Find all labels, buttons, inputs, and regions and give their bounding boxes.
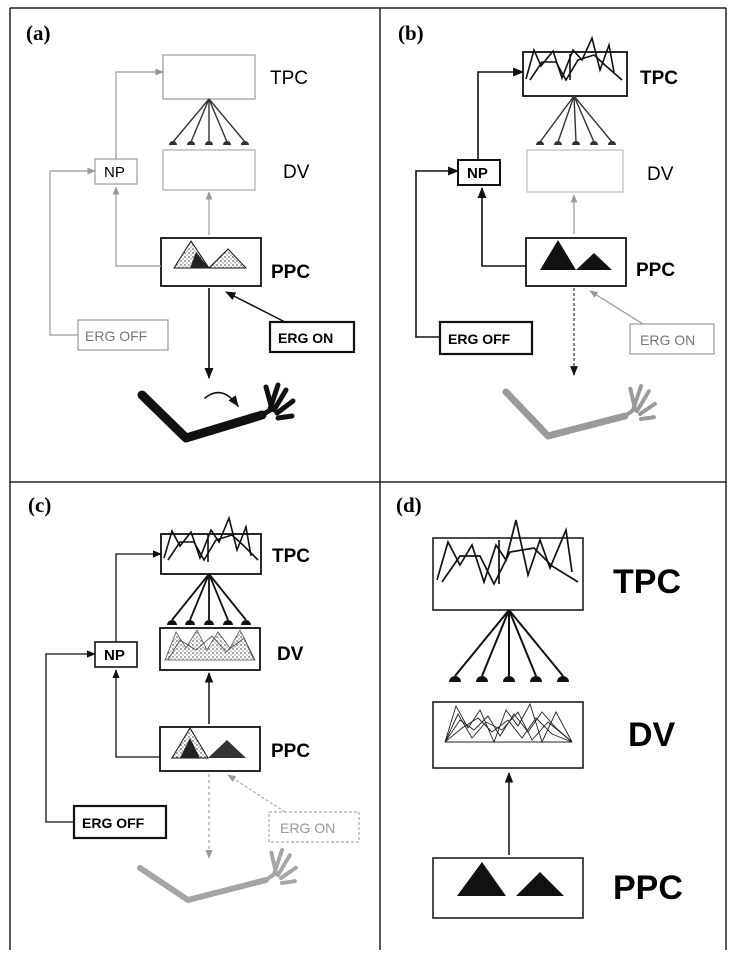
tpc-label-a: TPC xyxy=(270,68,308,89)
synapse-marks-d xyxy=(449,676,569,682)
ppc-box-c xyxy=(159,726,261,772)
panel-label-a: (a) xyxy=(26,21,51,45)
arm-illustration-c xyxy=(137,848,299,903)
feedback-lines-c xyxy=(45,550,162,823)
panel-label-b: (b) xyxy=(398,21,424,45)
ppc-box-a xyxy=(160,237,262,287)
dv-box-a xyxy=(162,149,256,191)
erg-on-label-c: ERG ON xyxy=(280,820,335,836)
erg-off-box-a xyxy=(77,319,169,351)
erg-on-arrow-b xyxy=(589,290,644,325)
tpc-dv-connections-b xyxy=(539,95,613,143)
dv-activity-c xyxy=(164,629,256,661)
panel-frames xyxy=(9,7,727,950)
ppc-label-a: PPC xyxy=(271,262,310,283)
erg-on-box-c xyxy=(268,811,360,843)
feedback-lines-a xyxy=(49,68,164,336)
tpc-dv-connections-a xyxy=(172,98,246,143)
tpc-activity-b xyxy=(525,35,623,82)
erg-off-label-a: ERG OFF xyxy=(85,328,147,344)
ppc-label-c: PPC xyxy=(271,741,310,762)
panel-a: (a) TPC DV PPC NP xyxy=(26,21,356,443)
ppc-activity-b xyxy=(540,240,612,270)
synapse-marks-a xyxy=(169,141,249,145)
panel-b: (b) TPC DV PPC xyxy=(398,21,715,440)
erg-off-label-c: ERG OFF xyxy=(82,815,145,831)
tpc-label-c: TPC xyxy=(272,546,310,567)
dv-label-d: DV xyxy=(628,716,676,754)
tpc-label-d: TPC xyxy=(613,563,681,601)
panel-label-c: (c) xyxy=(28,493,51,517)
erg-off-box-b xyxy=(438,320,534,356)
np-label-c: NP xyxy=(104,647,125,664)
feedback-lines-b xyxy=(415,67,526,338)
dv-label-b: DV xyxy=(647,164,674,185)
ppc-box-b xyxy=(525,237,627,287)
dv-label-c: DV xyxy=(277,644,304,665)
ppc-activity-d xyxy=(457,862,564,896)
tpc-dv-connections-d xyxy=(454,609,564,677)
panel-label-d: (d) xyxy=(396,493,422,517)
ppc-activity-a xyxy=(173,240,248,269)
erg-on-box-a xyxy=(268,320,356,354)
tpc-dv-connections-c xyxy=(171,573,247,621)
ppc-label-d: PPC xyxy=(613,869,683,907)
ppc-label-b: PPC xyxy=(636,260,675,281)
dv-box-b xyxy=(526,149,624,193)
erg-on-arrow-a xyxy=(225,291,286,323)
erg-off-label-b: ERG OFF xyxy=(448,331,511,347)
dv-label-a: DV xyxy=(283,162,310,183)
panel-c: (c) TPC DV xyxy=(28,493,360,903)
tpc-box-a xyxy=(162,54,256,100)
erg-on-label-a: ERG ON xyxy=(278,330,333,346)
arm-illustration-b xyxy=(502,384,658,440)
panel-d: (d) TPC DV xyxy=(396,493,683,919)
tpc-activity-d xyxy=(436,519,579,586)
ppc-activity-c xyxy=(171,727,246,759)
arm-illustration-a xyxy=(137,382,296,443)
erg-on-label-b: ERG ON xyxy=(640,332,695,348)
synapse-marks-b xyxy=(536,141,616,145)
dv-activity-d xyxy=(444,702,573,744)
tpc-label-b: TPC xyxy=(640,68,678,89)
dv-box-c xyxy=(159,627,261,671)
ppc-box-d xyxy=(432,857,584,919)
erg-on-box-b xyxy=(629,323,715,355)
erg-on-arrow-c xyxy=(227,774,286,813)
np-label-a: NP xyxy=(104,164,125,181)
tpc-activity-c xyxy=(163,515,259,562)
np-label-b: NP xyxy=(467,165,488,182)
dv-box-d xyxy=(432,701,584,769)
synapse-marks-c xyxy=(167,620,251,625)
erg-off-box-c xyxy=(72,804,168,840)
